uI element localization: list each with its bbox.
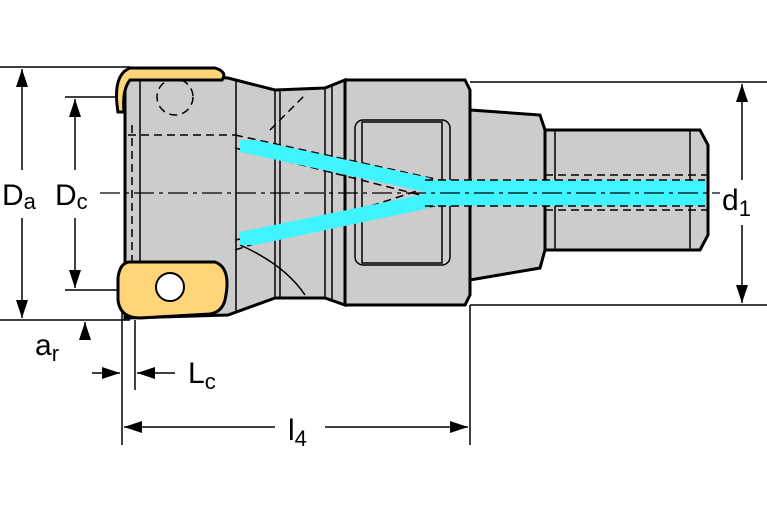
insert-top	[115, 66, 226, 114]
label-l4: l4	[288, 414, 307, 451]
label-Lc: Lc	[188, 357, 216, 394]
label-Da: Da	[2, 179, 37, 214]
insert-bottom	[116, 260, 229, 320]
cutter-body	[123, 70, 710, 320]
dimension-arrows	[16, 69, 748, 433]
label-Dc: Dc	[55, 179, 88, 214]
coolant-channels	[240, 140, 705, 245]
extension-lines	[0, 66, 767, 445]
label-d1: d1	[722, 184, 751, 221]
label-ar: ar	[35, 329, 59, 366]
dimension-labels: Da Dc d1 ar Lc l4	[2, 179, 751, 451]
